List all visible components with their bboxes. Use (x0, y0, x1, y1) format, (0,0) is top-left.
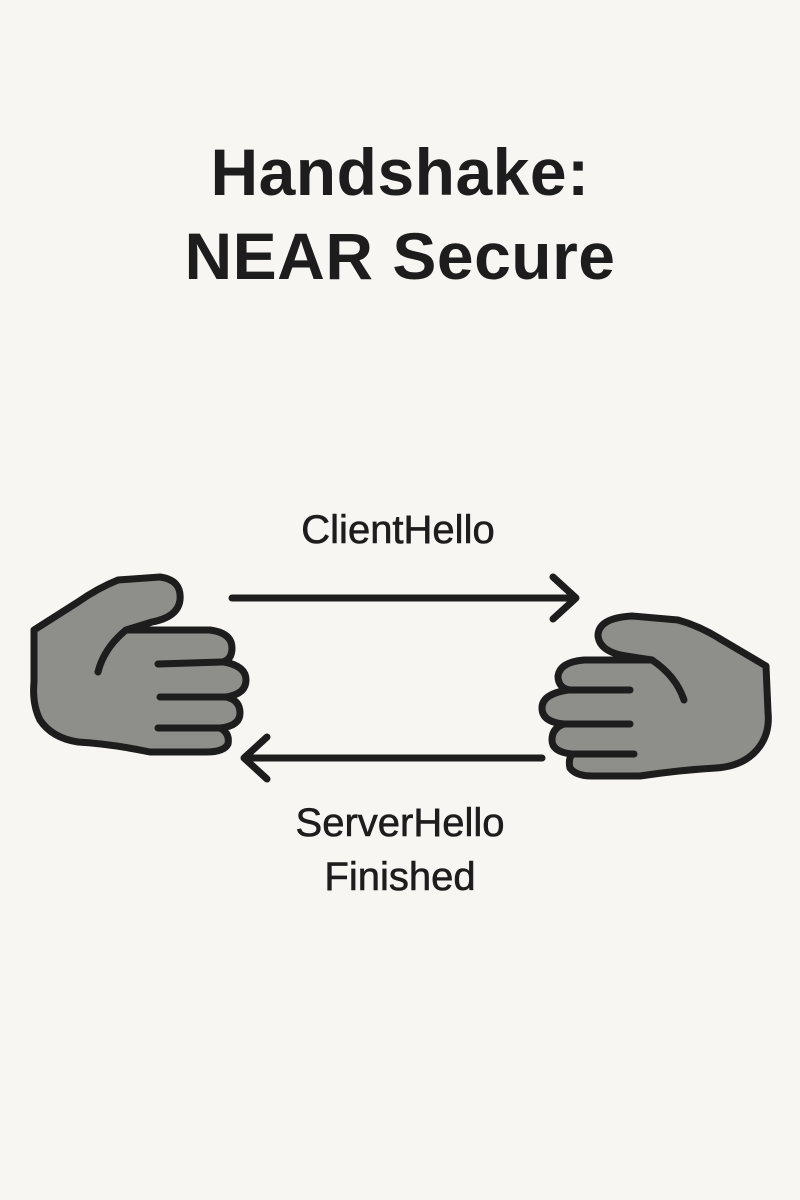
server-hello-label: ServerHello (295, 801, 505, 846)
title-line-1: Handshake: (210, 135, 590, 209)
arrow-right-icon (228, 573, 580, 623)
title-line-2: NEAR Secure (184, 219, 616, 293)
page-title: Handshake: NEAR Secure (0, 130, 800, 298)
arrow-left-icon (240, 733, 546, 783)
client-hello-label: ClientHello (301, 508, 495, 553)
hand-reaching-right-icon (30, 573, 250, 756)
hand-reaching-left-icon (538, 612, 772, 780)
finished-label: Finished (324, 855, 476, 900)
server-response-label: ServerHello Finished (0, 796, 800, 904)
